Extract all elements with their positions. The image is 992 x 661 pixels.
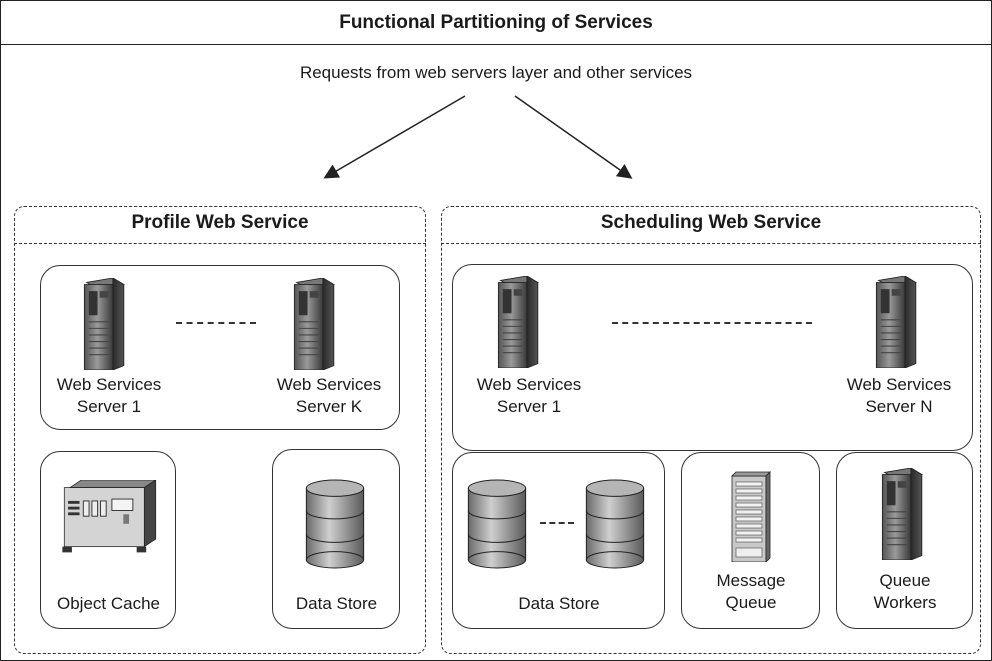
scheduling-server-n-label: Web Services Server N bbox=[824, 374, 974, 418]
label-line: Web Services bbox=[276, 375, 382, 394]
scheduling-server-1-label: Web Services Server 1 bbox=[454, 374, 604, 418]
server-icon bbox=[497, 276, 539, 368]
label-line: Queue bbox=[725, 593, 777, 612]
queue-workers-label: Queue Workers bbox=[836, 570, 974, 614]
label-line: Queue bbox=[879, 571, 931, 590]
profile-web-service bbox=[14, 206, 426, 654]
label-line: Server K bbox=[295, 397, 363, 416]
server-icon bbox=[83, 278, 125, 370]
diagram-title: Functional Partitioning of Services bbox=[339, 12, 653, 33]
label-line: Server 1 bbox=[496, 397, 562, 416]
profile-service-title: Profile Web Service bbox=[131, 212, 309, 233]
label-line: Web Services bbox=[846, 375, 952, 394]
object-cache-icon bbox=[61, 480, 157, 553]
label-line: Server 1 bbox=[76, 397, 142, 416]
scheduling-service-title: Scheduling Web Service bbox=[600, 212, 822, 233]
arrow-to-profile bbox=[323, 95, 466, 179]
server-icon bbox=[875, 276, 917, 368]
label-line: Web Services bbox=[476, 375, 582, 394]
scheduling-data-store-label: Data Store bbox=[518, 594, 600, 613]
server-icon bbox=[881, 468, 923, 560]
profile-data-store-label: Data Store bbox=[295, 594, 378, 613]
database-icon bbox=[467, 479, 527, 569]
server-icon bbox=[293, 278, 335, 370]
database-icon bbox=[585, 479, 645, 569]
title-bar bbox=[0, 0, 992, 45]
scheduling-web-service bbox=[441, 206, 981, 654]
server-ellipsis bbox=[176, 322, 256, 324]
database-ellipsis bbox=[540, 522, 574, 524]
message-queue-icon bbox=[731, 471, 771, 562]
label-line: Web Services bbox=[56, 375, 162, 394]
label-line: Server N bbox=[865, 397, 933, 416]
profile-header-divider bbox=[14, 243, 426, 244]
requests-label: Requests from web servers layer and othe… bbox=[299, 63, 693, 82]
label-line: Message bbox=[716, 571, 786, 590]
object-cache-label: Object Cache bbox=[57, 594, 160, 613]
message-queue-label: Message Queue bbox=[681, 570, 821, 614]
database-icon bbox=[305, 479, 365, 569]
label-line: Workers bbox=[873, 593, 937, 612]
scheduling-header-divider bbox=[441, 243, 981, 244]
server-ellipsis bbox=[612, 322, 812, 324]
arrow-to-scheduling bbox=[514, 95, 633, 179]
profile-server-k-label: Web Services Server K bbox=[254, 374, 404, 418]
profile-server-1-label: Web Services Server 1 bbox=[34, 374, 184, 418]
